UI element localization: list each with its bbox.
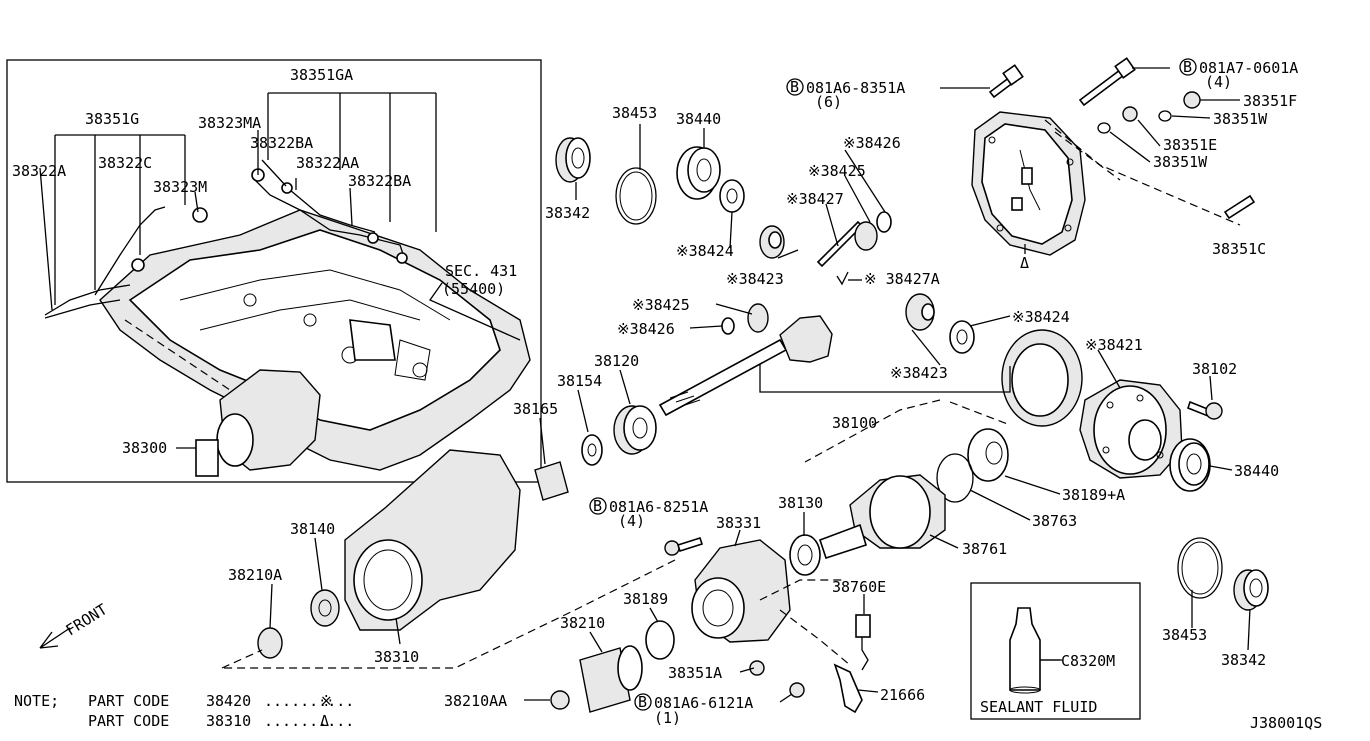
subframe-inset-frame [6, 59, 542, 483]
label-38440-right: 38440 [1234, 462, 1279, 480]
label-38351A: 38351A [668, 664, 722, 682]
note-row-2-leader: .......... [264, 712, 354, 730]
cover-assembly [940, 57, 1256, 256]
label-38440-top: 38440 [676, 110, 721, 128]
svg-text:B: B [593, 497, 602, 515]
leaders-top-middle [575, 124, 886, 281]
label-38210: 38210 [560, 614, 605, 632]
label-38351W-1: 38351W [1213, 110, 1268, 128]
label-081A6-6121A-qty: (1) [654, 709, 681, 727]
label-081A7-0601A-qty: (4) [1205, 73, 1232, 91]
label-38426-b: ※38426 [617, 320, 675, 338]
label-21666: 21666 [880, 686, 925, 704]
label-38351E: 38351E [1163, 136, 1217, 154]
label-38154: 38154 [557, 372, 602, 390]
diagram-id: J38001QS [1250, 714, 1322, 732]
label-081A6-8351A: 081A6-8351A [806, 79, 905, 97]
label-081A7-0601A: 081A7-0601A [1199, 59, 1298, 77]
label-081A6-8351A-qty: (6) [815, 93, 842, 111]
label-38425-b: ※38425 [632, 296, 690, 314]
label-38342-bottom: 38342 [1221, 651, 1266, 669]
subframe-illustration [44, 168, 531, 477]
label-38210A: 38210A [228, 566, 282, 584]
label-38322A: 38322A [12, 162, 66, 180]
label-sec431: SEC. 431 [445, 262, 517, 280]
label-38425-a: ※38425 [808, 162, 866, 180]
label-38300: 38300 [122, 439, 167, 457]
inset-leaders [39, 92, 521, 449]
label-38763: 38763 [1032, 512, 1077, 530]
note-row-2-code: 38310 [206, 712, 251, 730]
label-38322AA: 38322AA [296, 154, 359, 172]
front-arrow-icon [39, 627, 71, 649]
label-38102: 38102 [1192, 360, 1237, 378]
notes-title: NOTE; [14, 692, 59, 710]
label-38120: 38120 [594, 352, 639, 370]
label-081A6-8251A-qty: (4) [618, 512, 645, 530]
svg-text:B: B [1183, 58, 1192, 76]
label-38351GA: 38351GA [290, 66, 353, 84]
cover-triangle-marker: Δ [1020, 254, 1029, 272]
leaders-middle [221, 303, 1251, 703]
note-row-2-symbol: Δ [320, 712, 329, 730]
label-38453-top: 38453 [612, 104, 657, 122]
label-38323M: 38323M [153, 178, 207, 196]
sealant-box [970, 582, 1141, 720]
label-38310: 38310 [374, 648, 419, 666]
svg-text:B: B [638, 693, 647, 711]
label-38427: ※38427 [786, 190, 844, 208]
svg-text:B: B [790, 78, 799, 96]
pinion-and-diff [257, 293, 1223, 714]
label-38100: 38100 [832, 414, 877, 432]
parts-bottom-right [1177, 537, 1269, 611]
label-38760E: 38760E [832, 578, 886, 596]
label-081A6-6121A: 081A6-6121A [654, 694, 753, 712]
note-row-1-leader: .......... [264, 692, 354, 710]
label-38351C: 38351C [1212, 240, 1266, 258]
sealant-bottle-icon [1009, 607, 1041, 694]
label-38130: 38130 [778, 494, 823, 512]
label-38189A: 38189+A [1062, 486, 1125, 504]
label-38140: 38140 [290, 520, 335, 538]
label-C8320M: C8320M [1061, 652, 1115, 670]
label-55400: (55400) [442, 280, 505, 298]
note-row-1-label: PART CODE [88, 692, 169, 710]
label-38424-a: ※38424 [676, 242, 734, 260]
label-38426-a: ※38426 [843, 134, 901, 152]
label-38342-top: 38342 [545, 204, 590, 222]
bolt-marker-081A6-8351A: B [786, 78, 804, 96]
label-38421: ※38421 [1085, 336, 1143, 354]
label-081A6-8251A: 081A6-8251A [609, 498, 708, 516]
label-38427A: ※ 38427A [864, 270, 940, 288]
label-38453-bottom: 38453 [1162, 626, 1207, 644]
label-38351G: 38351G [85, 110, 139, 128]
parts-top-middle [555, 137, 892, 286]
label-38189: 38189 [623, 590, 668, 608]
label-38331: 38331 [716, 514, 761, 532]
label-38165: 38165 [513, 400, 558, 418]
label-38424-b: ※38424 [1012, 308, 1070, 326]
note-row-2-label: PART CODE [88, 712, 169, 730]
label-38210AA: 38210AA [444, 692, 507, 710]
label-38322BA-1: 38322BA [250, 134, 313, 152]
note-row-1-code: 38420 [206, 692, 251, 710]
bolt-marker-081A6-8251A: B [589, 497, 607, 515]
bolt-marker-081A6-6121A: B [634, 693, 652, 711]
bolt-marker-081A7-0601A: B [1179, 58, 1197, 76]
sealant-caption: SEALANT FLUID [980, 698, 1097, 716]
label-38322C: 38322C [98, 154, 152, 172]
front-label: FRONT [63, 600, 111, 639]
label-38423-b: ※38423 [890, 364, 948, 382]
label-38322BA-2: 38322BA [348, 172, 411, 190]
label-38351F: 38351F [1243, 92, 1297, 110]
label-38351W-2: 38351W [1153, 153, 1208, 171]
label-38761: 38761 [962, 540, 1007, 558]
label-38323MA: 38323MA [198, 114, 261, 132]
label-38423-a: ※38423 [726, 270, 784, 288]
note-row-1-symbol: ※ [320, 692, 333, 710]
